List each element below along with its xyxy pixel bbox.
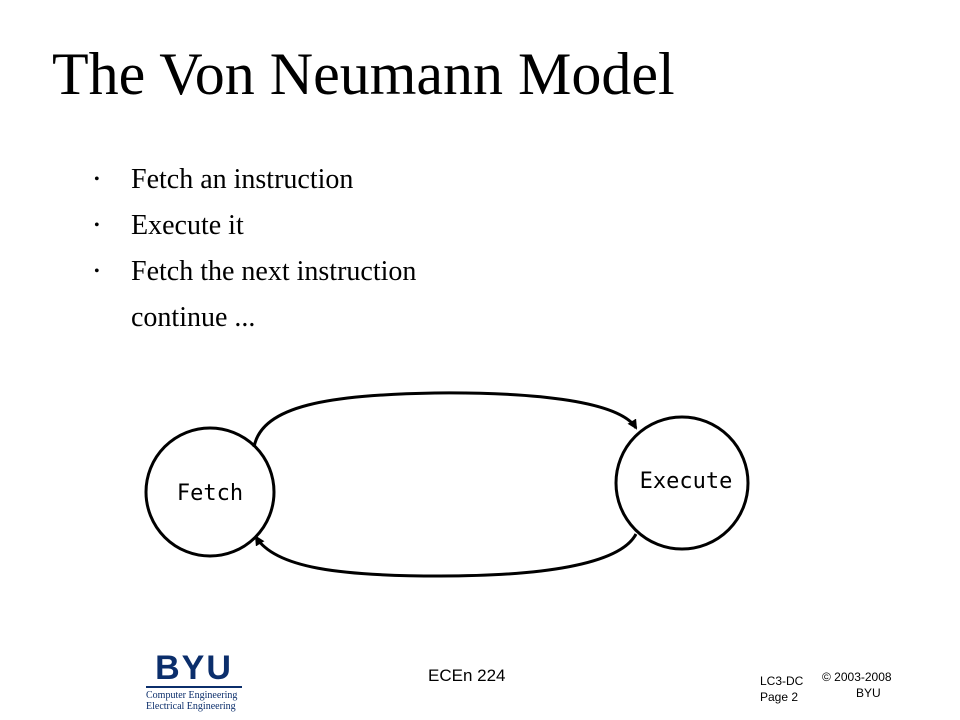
bullet-text: Fetch an instruction [131, 164, 354, 195]
byu-logo: BYU Computer Engineering Electrical Engi… [146, 649, 242, 712]
execute-to-fetch-arrow [254, 533, 638, 578]
logo-divider [146, 686, 242, 688]
fetch-to-execute-arrow [252, 391, 638, 448]
bullet-item: • Fetch an instruction [92, 157, 416, 203]
continuation-line: continue ... [92, 295, 416, 341]
execute-label: Execute [640, 469, 733, 494]
fetch-node [144, 426, 276, 558]
slide-title: The Von Neumann Model [52, 41, 675, 107]
bullet-item: • Fetch the next instruction [92, 249, 416, 295]
bullet-icon: • [94, 263, 100, 280]
bullet-icon: • [94, 217, 100, 234]
organization-name: BYU [856, 686, 881, 700]
logo-department-1: Computer Engineering [146, 690, 238, 701]
continuation-text: continue ... [131, 302, 256, 333]
bullet-list: • Fetch an instruction • Execute it • Fetch… [92, 157, 416, 341]
page-number: Page 2 [760, 690, 799, 704]
bullet-text: Execute it [131, 210, 244, 241]
bullet-icon: • [94, 171, 100, 188]
logo-wordmark: BYU [155, 649, 233, 687]
course-label: ECEn 224 [428, 666, 506, 685]
bullet-item: • Execute it [92, 203, 416, 249]
copyright-notice: © 2003-2008 [822, 670, 892, 684]
lecture-code: LC3-DC [760, 674, 804, 688]
logo-department-2: Electrical Engineering [146, 701, 236, 712]
fetch-label: Fetch [177, 481, 243, 506]
bullet-text: Fetch the next instruction [131, 256, 417, 287]
execute-node [614, 415, 750, 551]
